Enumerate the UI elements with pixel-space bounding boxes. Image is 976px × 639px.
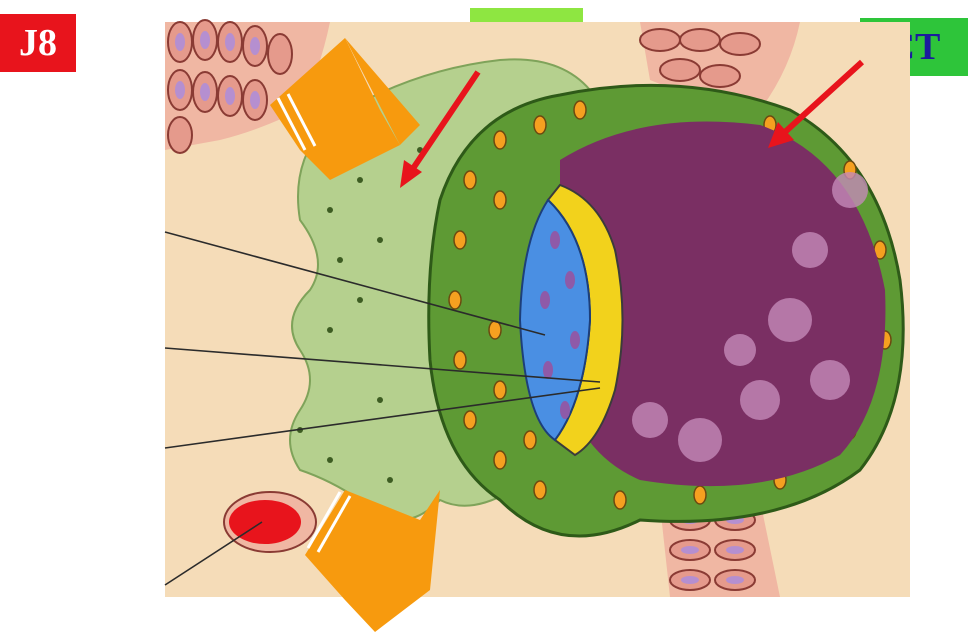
maternal-blood-vessel	[224, 492, 316, 552]
